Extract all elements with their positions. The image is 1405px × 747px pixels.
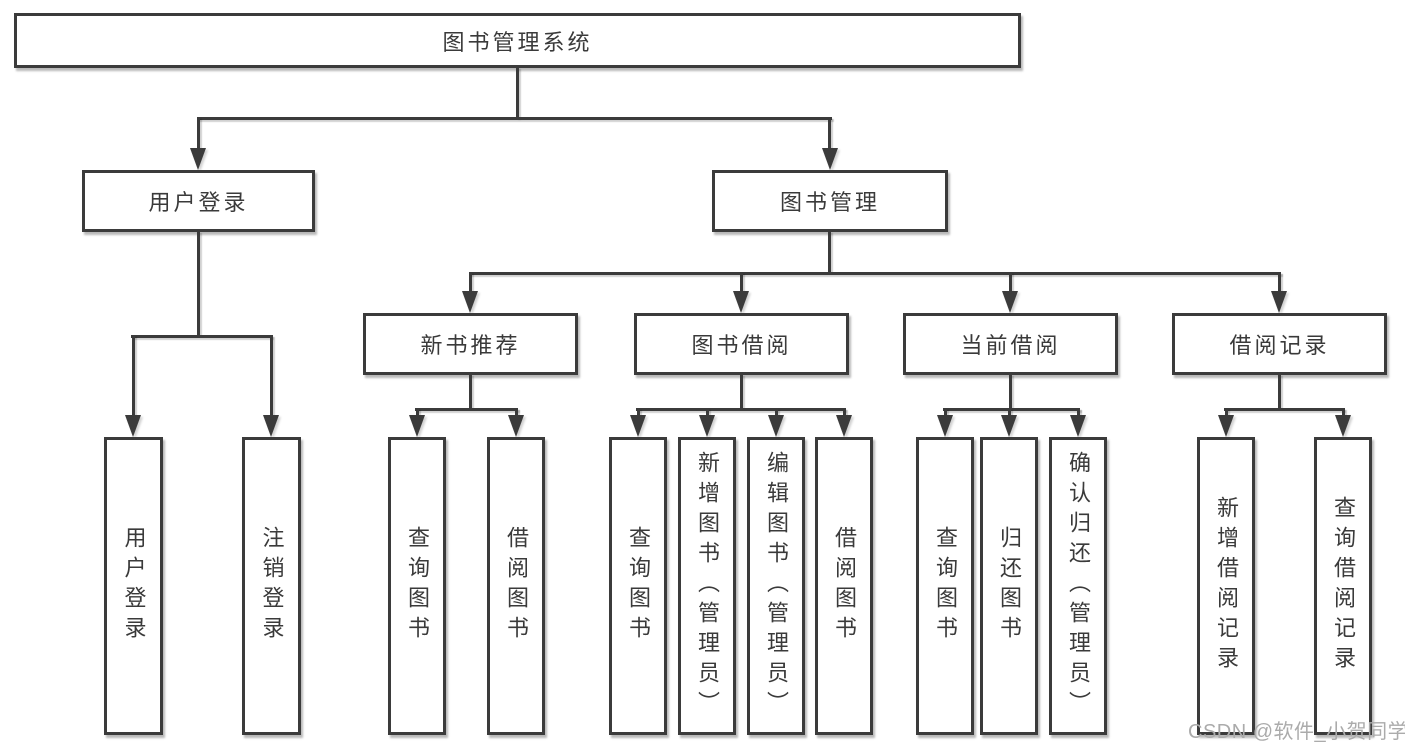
watermark-text: CSDN @软件_小贺同学 — [1188, 721, 1405, 743]
arrow-down-icon — [1271, 291, 1287, 313]
node-borrowing-records: 借阅记录 — [1172, 313, 1387, 375]
connector-segment — [270, 335, 273, 415]
arrow-down-icon — [190, 148, 206, 170]
node-user-login: 用户登录 — [82, 170, 315, 232]
node-leaf-query-book-recommend: 查询图书 — [388, 437, 446, 735]
connector-segment — [1278, 272, 1281, 294]
connector-segment — [1077, 408, 1080, 418]
connector-segment — [197, 231, 200, 335]
connector-segment — [1009, 272, 1012, 294]
node-label: 借阅记录 — [1229, 333, 1330, 358]
node-label: 注销登录 — [259, 526, 285, 646]
arrow-down-icon — [1002, 291, 1018, 313]
connector-segment — [843, 408, 846, 418]
connector-segment — [132, 335, 135, 415]
connector-segment — [706, 408, 709, 418]
node-leaf-query-borrow-record: 查询借阅记录 — [1314, 437, 1372, 735]
node-label: 编辑图书（管理员） — [764, 451, 789, 721]
node-label: 查询图书 — [933, 526, 958, 646]
node-label: 借阅图书 — [504, 526, 529, 646]
connector-segment — [197, 117, 832, 120]
node-book-borrowing: 图书借阅 — [634, 313, 849, 375]
node-label: 用户登录 — [121, 526, 147, 646]
connector-segment — [415, 408, 518, 411]
node-label: 查询图书 — [405, 526, 430, 646]
node-leaf-query-book-current: 查询图书 — [916, 437, 974, 735]
arrow-down-icon — [462, 291, 478, 313]
node-leaf-user-login: 用户登录 — [104, 437, 163, 735]
node-label: 当前借阅 — [960, 333, 1061, 358]
node-leaf-query-book-borrowing: 查询图书 — [609, 437, 667, 735]
node-label: 归还图书 — [997, 526, 1022, 646]
node-label: 新增借阅记录 — [1214, 496, 1239, 676]
connector-segment — [828, 231, 831, 272]
node-leaf-borrow-book: 借阅图书 — [815, 437, 873, 735]
connector-segment — [775, 408, 778, 418]
connector-segment — [636, 408, 845, 411]
node-label: 新书推荐 — [420, 333, 521, 358]
connector-segment — [1278, 374, 1281, 408]
arrow-down-icon — [1218, 415, 1234, 437]
node-leaf-edit-book-admin: 编辑图书（管理员） — [747, 437, 805, 735]
arrow-down-icon — [1070, 415, 1086, 437]
node-label: 查询图书 — [626, 526, 651, 646]
node-label: 用户登录 — [148, 190, 249, 215]
arrow-down-icon — [125, 415, 141, 437]
connector-segment — [828, 117, 831, 151]
arrow-down-icon — [822, 148, 838, 170]
connector-segment — [740, 374, 743, 408]
connector-segment — [469, 272, 1281, 275]
node-leaf-borrow-book-recommend: 借阅图书 — [487, 437, 545, 735]
node-label: 图书借阅 — [691, 333, 792, 358]
arrow-down-icon — [263, 415, 279, 437]
node-label: 图书管理 — [779, 190, 880, 215]
connector-segment — [197, 117, 200, 151]
connector-segment — [637, 408, 640, 418]
arrow-down-icon — [1335, 415, 1351, 437]
connector-segment — [1225, 408, 1228, 418]
arrow-down-icon — [733, 291, 749, 313]
node-book-management: 图书管理 — [712, 170, 948, 232]
node-label: 新增图书（管理员） — [695, 451, 720, 721]
connector-segment — [943, 408, 1080, 411]
connector-segment — [1009, 374, 1012, 408]
connector-segment — [1008, 408, 1011, 418]
node-leaf-return-book: 归还图书 — [980, 437, 1038, 735]
arrow-down-icon — [508, 415, 524, 437]
arrow-down-icon — [699, 415, 715, 437]
connector-segment — [469, 374, 472, 408]
arrow-down-icon — [836, 415, 852, 437]
node-label: 确认归还（管理员） — [1066, 451, 1091, 721]
connector-segment — [1224, 408, 1344, 411]
connector-segment — [515, 408, 518, 418]
connector-segment — [416, 408, 419, 418]
arrow-down-icon — [768, 415, 784, 437]
node-label: 图书管理系统 — [442, 29, 593, 55]
node-current-borrowing: 当前借阅 — [903, 313, 1118, 375]
connector-segment — [740, 272, 743, 294]
node-label: 查询借阅记录 — [1331, 496, 1356, 676]
node-leaf-confirm-return-admin: 确认归还（管理员） — [1049, 437, 1107, 735]
arrow-down-icon — [1001, 415, 1017, 437]
arrow-down-icon — [630, 415, 646, 437]
node-label: 借阅图书 — [832, 526, 857, 646]
connector-segment — [469, 272, 472, 294]
connector-segment — [1342, 408, 1345, 418]
arrow-down-icon — [937, 415, 953, 437]
connector-segment — [944, 408, 947, 418]
node-leaf-add-borrow-record: 新增借阅记录 — [1197, 437, 1255, 735]
node-leaf-add-book-admin: 新增图书（管理员） — [678, 437, 736, 735]
connector-segment — [131, 335, 272, 338]
arrow-down-icon — [409, 415, 425, 437]
node-new-book-recommendation: 新书推荐 — [363, 313, 578, 375]
connector-segment — [516, 67, 519, 118]
node-root: 图书管理系统 — [14, 13, 1021, 68]
node-leaf-logout: 注销登录 — [242, 437, 301, 735]
